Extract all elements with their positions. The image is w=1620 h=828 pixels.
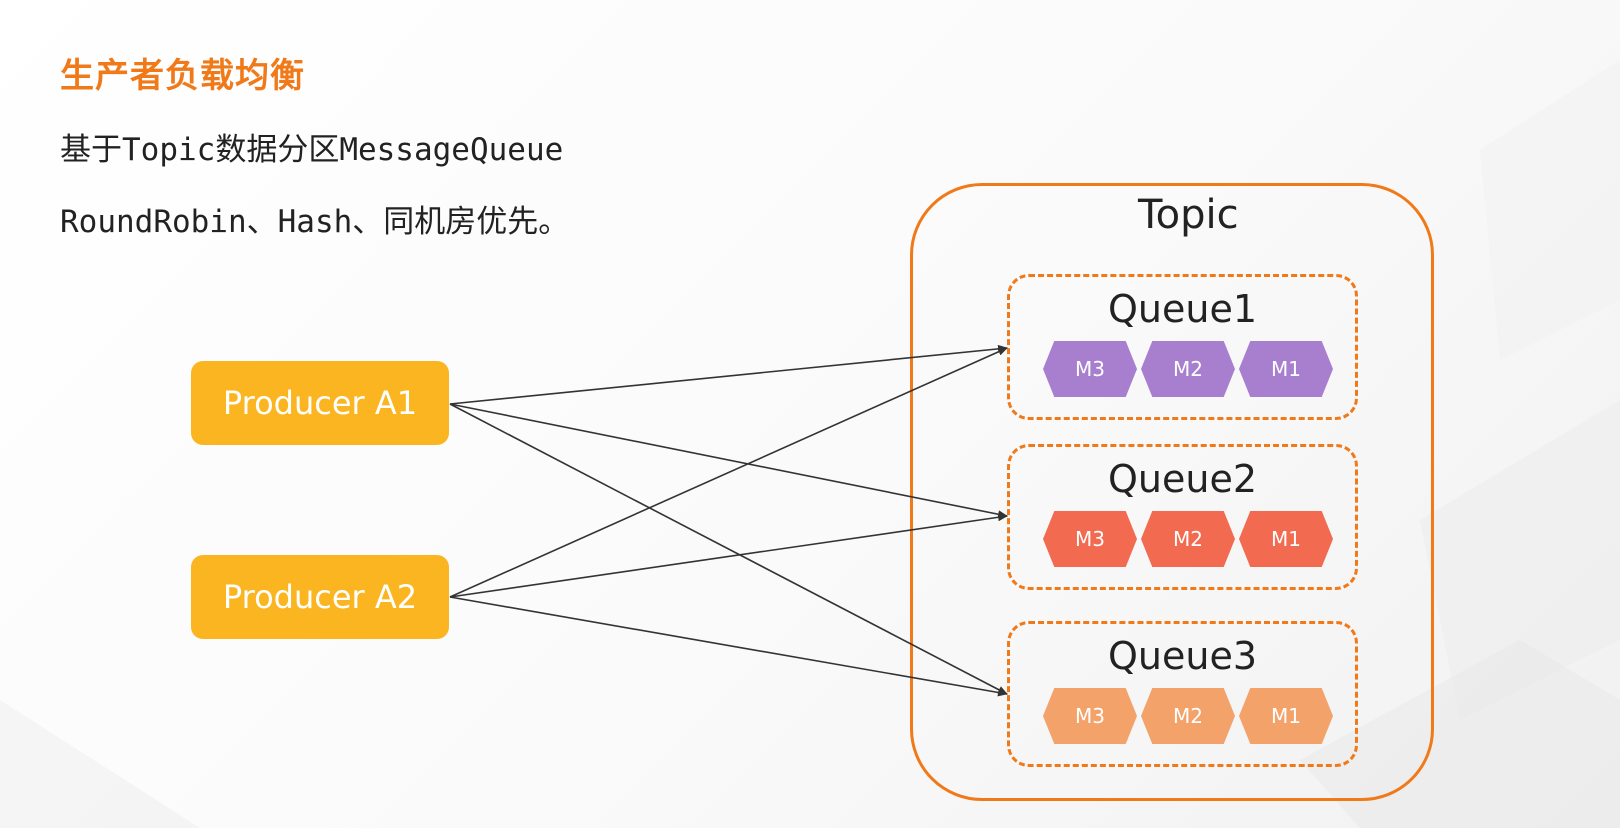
message-hexagon: M3 bbox=[1043, 688, 1137, 744]
connection-arrow bbox=[449, 403, 1008, 695]
message-hexagon: M1 bbox=[1239, 511, 1333, 567]
topic-container bbox=[910, 183, 1434, 801]
description-line-1: 基于Topic数据分区MessageQueue bbox=[60, 132, 564, 168]
connection-arrow bbox=[449, 513, 1008, 598]
queue-2: Queue2 M3 M2 M1 bbox=[1007, 444, 1358, 590]
message-hexagon: M2 bbox=[1141, 688, 1235, 744]
connection-arrow bbox=[449, 403, 1008, 519]
connection-arrow bbox=[449, 344, 1008, 405]
connection-arrow bbox=[449, 596, 1008, 697]
queue-3: Queue3 M3 M2 M1 bbox=[1007, 621, 1358, 767]
producer-a2: Producer A2 bbox=[191, 555, 449, 639]
page-title: 生产者负载均衡 bbox=[60, 56, 305, 96]
queue-1-name: Queue1 bbox=[1107, 287, 1257, 331]
message-hexagon: M1 bbox=[1239, 341, 1333, 397]
message-hexagon: M3 bbox=[1043, 341, 1137, 397]
queue-3-name: Queue3 bbox=[1107, 634, 1257, 678]
connection-arrow bbox=[449, 347, 1008, 598]
queue-2-name: Queue2 bbox=[1107, 457, 1257, 501]
message-hexagon: M1 bbox=[1239, 688, 1333, 744]
message-hexagon: M2 bbox=[1141, 341, 1235, 397]
topic-label: Topic bbox=[1138, 192, 1239, 238]
message-hexagon: M2 bbox=[1141, 511, 1235, 567]
producer-a1-label: Producer A1 bbox=[222, 384, 418, 422]
producer-a1: Producer A1 bbox=[191, 361, 449, 445]
queue-1: Queue1 M3 M2 M1 bbox=[1007, 274, 1358, 420]
message-hexagon: M3 bbox=[1043, 511, 1137, 567]
queue-2-messages: M3 M2 M1 bbox=[1043, 511, 1333, 567]
producer-a2-label: Producer A2 bbox=[222, 578, 418, 616]
description-line-2: RoundRobin、Hash、同机房优先。 bbox=[60, 204, 570, 240]
queue-1-messages: M3 M2 M1 bbox=[1043, 341, 1333, 397]
queue-3-messages: M3 M2 M1 bbox=[1043, 688, 1333, 744]
